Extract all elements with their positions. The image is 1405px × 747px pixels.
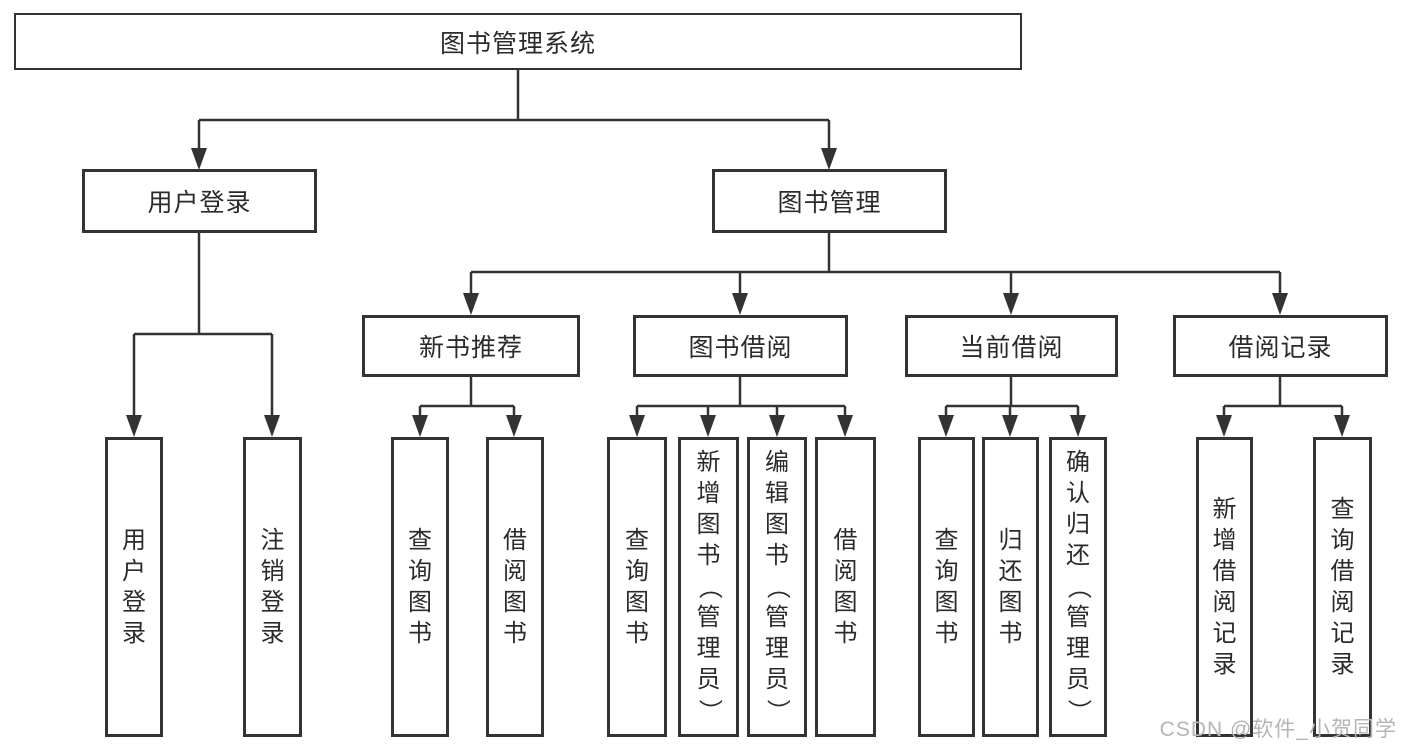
leaf-user-login: 用户登录 [105,437,163,737]
node-root: 图书管理系统 [14,13,1022,70]
node-user-login: 用户登录 [82,169,317,233]
leaf-cb-confirm-return-admin: 确认归还（管理员） [1049,437,1107,737]
node-book-borrowing: 图书借阅 [633,315,848,377]
leaf-nbr-query-books: 查询图书 [391,437,449,737]
leaf-cb-return-books: 归还图书 [982,437,1039,737]
leaf-bb-add-books-admin: 新增图书（管理员） [678,437,739,737]
leaf-br-query-borrow-record: 查询借阅记录 [1313,437,1372,737]
node-book-management: 图书管理 [712,169,947,233]
node-borrowing-records: 借阅记录 [1173,315,1388,377]
node-current-borrowing: 当前借阅 [905,315,1118,377]
arrowheads [126,148,1350,437]
node-new-book-recommendation: 新书推荐 [362,315,580,377]
leaf-br-add-borrow-record: 新增借阅记录 [1196,437,1253,737]
leaf-nbr-borrow-books: 借阅图书 [486,437,544,737]
leaf-bb-edit-books-admin: 编辑图书（管理员） [747,437,807,737]
leaf-bb-borrow-books: 借阅图书 [815,437,876,737]
csdn-watermark: CSDN @软件_小贺同学 [1159,718,1397,741]
leaf-logout: 注销登录 [243,437,302,737]
leaf-cb-query-books: 查询图书 [918,437,975,737]
leaf-bb-query-books: 查询图书 [607,437,667,737]
